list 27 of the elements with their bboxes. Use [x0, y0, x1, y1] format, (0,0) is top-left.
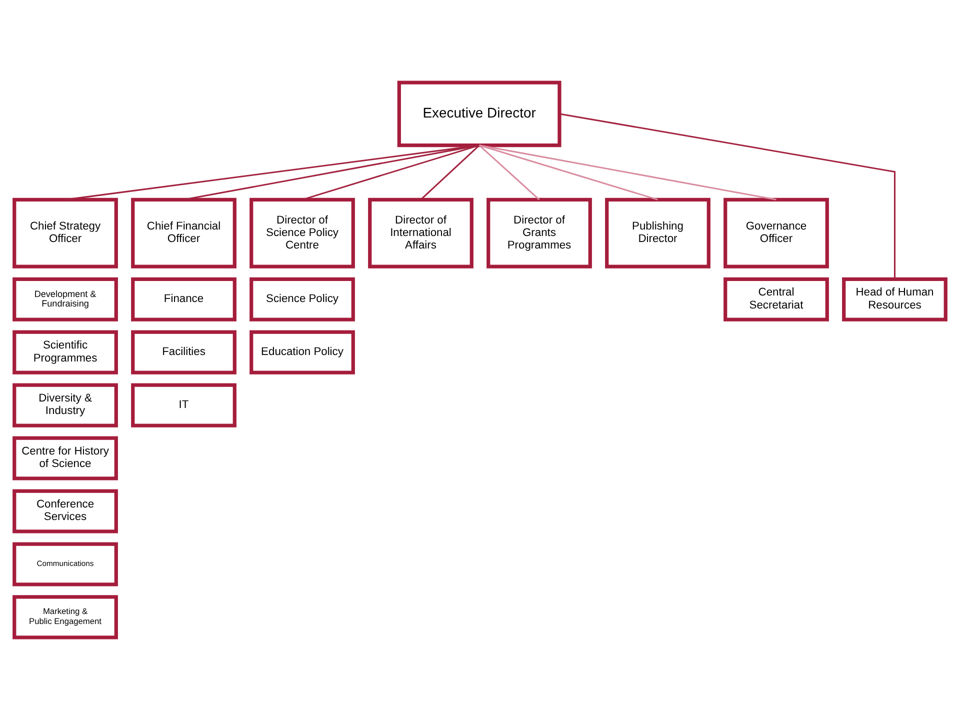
connector [478, 144, 540, 200]
node-box: Director of Science Policy Centre [250, 198, 355, 268]
node-box: Scientific Programmes [12, 330, 118, 374]
node-box: Centre for History of Science [12, 436, 118, 480]
node-box: Communications [12, 542, 118, 586]
node-box: Head of Human Resources [842, 277, 948, 322]
node-box: Director of Grants Programmes [486, 198, 592, 268]
node-box: Education Policy [250, 330, 355, 374]
node-box: Central Secretariat [724, 277, 829, 322]
node-box: Publishing Director [605, 198, 710, 268]
connector [479, 144, 658, 200]
node-box: Governance Officer [724, 198, 829, 268]
connector [479, 144, 776, 200]
connector [560, 113, 896, 280]
node-box: Development & Fundraising [12, 277, 118, 322]
node-box: Conference Services [12, 489, 118, 534]
connector [420, 144, 480, 200]
node-box: Science Policy [250, 277, 355, 322]
node-box: Chief Strategy Officer [12, 198, 118, 268]
node-box: Chief Financial Officer [131, 198, 236, 268]
node-box: Finance [131, 277, 236, 322]
node-box: Director of International Affairs [368, 198, 474, 268]
node-box: Executive Director [397, 80, 562, 148]
node-box: Diversity & Industry [12, 383, 118, 428]
node-box: Facilities [131, 330, 236, 374]
node-box: Marketing & Public Engagement [12, 595, 118, 640]
node-box: IT [131, 383, 236, 428]
